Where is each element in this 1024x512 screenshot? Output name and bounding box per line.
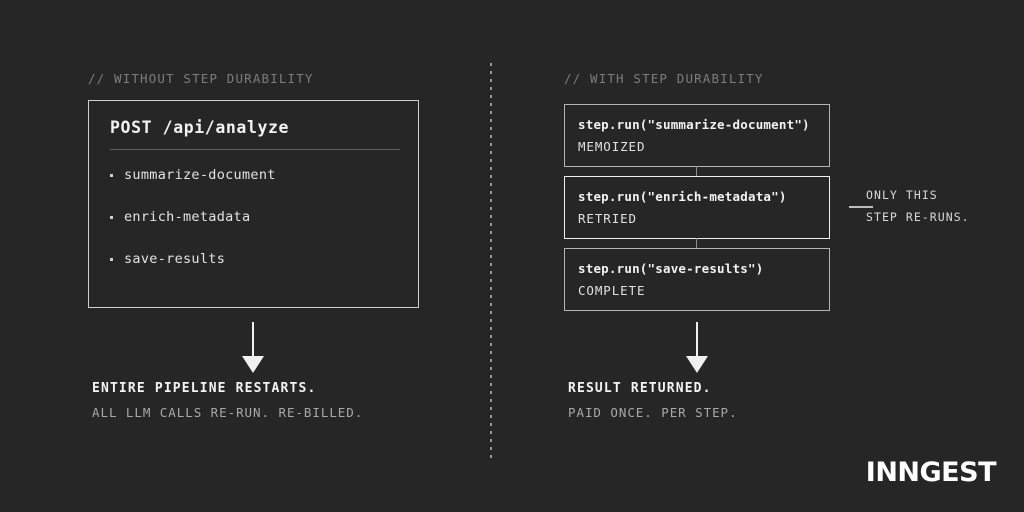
step-status-badge: MEMOIZED — [578, 139, 646, 154]
bullet-dot-icon — [110, 257, 113, 261]
bullet-dot-icon — [110, 173, 113, 177]
step-box-save-results: step.run("save-results") COMPLETE — [564, 248, 830, 311]
outcome-primary-text: ENTIRE PIPELINE RESTARTS. — [92, 381, 317, 396]
arrow-shaft — [252, 322, 254, 358]
inngest-logo: INNGEST — [865, 457, 997, 488]
arrow-shaft — [696, 322, 698, 358]
step-call-text: step.run("summarize-document") — [578, 117, 810, 132]
step-box-enrich-metadata: step.run("enrich-metadata") RETRIED — [564, 176, 830, 239]
callout-text-line-1: ONLY THIS — [866, 188, 938, 202]
monolith-endpoint-title: POST /api/analyze — [110, 118, 290, 137]
list-item-label: save-results — [124, 251, 226, 267]
step-box-summarize-document: step.run("summarize-document") MEMOIZED — [564, 104, 830, 167]
bullet-dot-icon — [110, 215, 113, 219]
callout-text-line-2: STEP RE-RUNS. — [866, 210, 970, 224]
list-item: enrich-metadata — [110, 209, 250, 225]
step-connector-line — [696, 238, 698, 248]
step-call-text: step.run("save-results") — [578, 261, 764, 276]
arrow-head — [686, 356, 708, 373]
list-item-label: summarize-document — [124, 167, 276, 183]
step-call-text: step.run("enrich-metadata") — [578, 189, 787, 204]
step-status-badge: COMPLETE — [578, 283, 646, 298]
left-outcome-block: ENTIRE PIPELINE RESTARTS. ALL LLM CALLS … — [92, 381, 363, 420]
outcome-secondary-text: PAID ONCE. PER STEP. — [568, 405, 738, 420]
left-column-comment: // WITHOUT STEP DURABILITY — [88, 71, 314, 86]
card-divider-rule — [110, 149, 400, 150]
step-status-badge: RETRIED — [578, 211, 637, 226]
monolith-request-card: POST /api/analyze summarize-document enr… — [88, 100, 419, 308]
step-connector-line — [696, 166, 698, 176]
right-outcome-block: RESULT RETURNED. PAID ONCE. PER STEP. — [568, 381, 738, 420]
outcome-secondary-text: ALL LLM CALLS RE-RUN. RE-BILLED. — [92, 405, 364, 420]
arrow-head — [242, 356, 264, 373]
outcome-primary-text: RESULT RETURNED. — [568, 381, 712, 396]
right-column-comment: // WITH STEP DURABILITY — [564, 71, 764, 86]
list-item: summarize-document — [110, 167, 276, 183]
callout-leader-line — [849, 206, 873, 208]
list-item: save-results — [110, 251, 225, 267]
list-item-label: enrich-metadata — [124, 209, 251, 225]
vertical-dotted-divider — [490, 63, 492, 463]
